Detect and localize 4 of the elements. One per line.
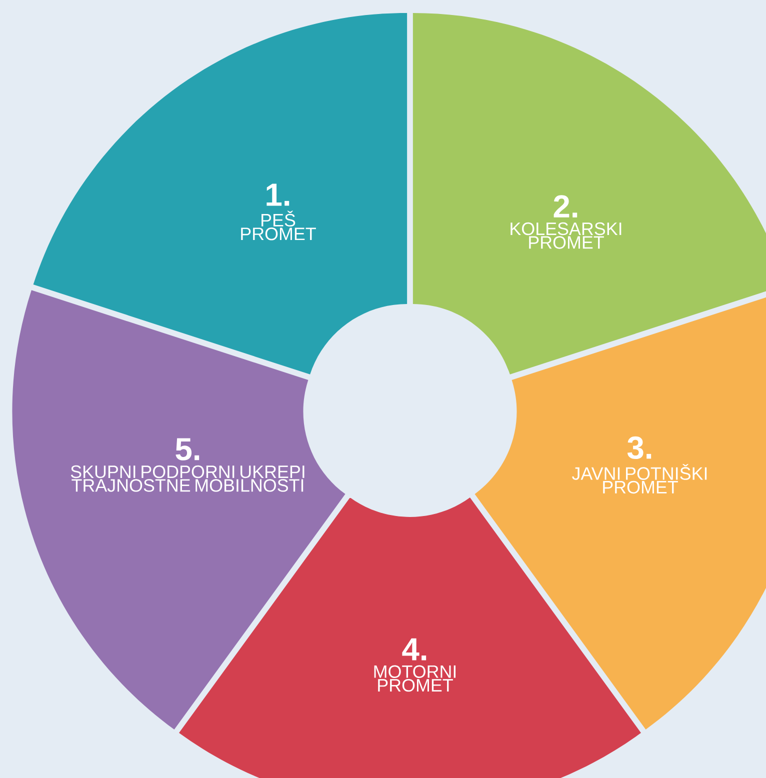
segment: 2. KOLESARSKI PROMET [412, 12, 766, 374]
segment: 1. PEŠ PROMET [33, 12, 408, 374]
segment: 5. SKUPNI PODPORNI UKREPI TRAJNOSTNE MOBILNOSTI [12, 290, 346, 730]
segment: 4. MOTORNI PROMET [179, 498, 641, 778]
